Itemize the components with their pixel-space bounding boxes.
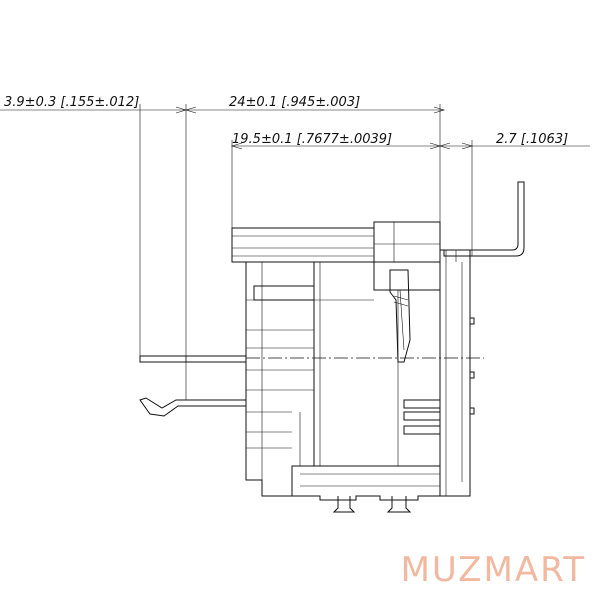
- dimension-lines: [0, 106, 590, 150]
- contact-pins: [139, 355, 247, 417]
- dimension-body-depth: 19.5±0.1 [.7677±.0039]: [232, 132, 392, 147]
- dimension-tab-offset: 2.7 [.1063]: [496, 132, 568, 147]
- dimension-left-overhang: 3.9±0.3 [.155±.012]: [4, 95, 139, 110]
- dimension-overall-depth: 24±0.1 [.945±.003]: [229, 95, 360, 110]
- connector-body: [231, 181, 525, 513]
- extension-lines: [139, 104, 473, 400]
- watermark-logo: MUZMART: [400, 550, 586, 590]
